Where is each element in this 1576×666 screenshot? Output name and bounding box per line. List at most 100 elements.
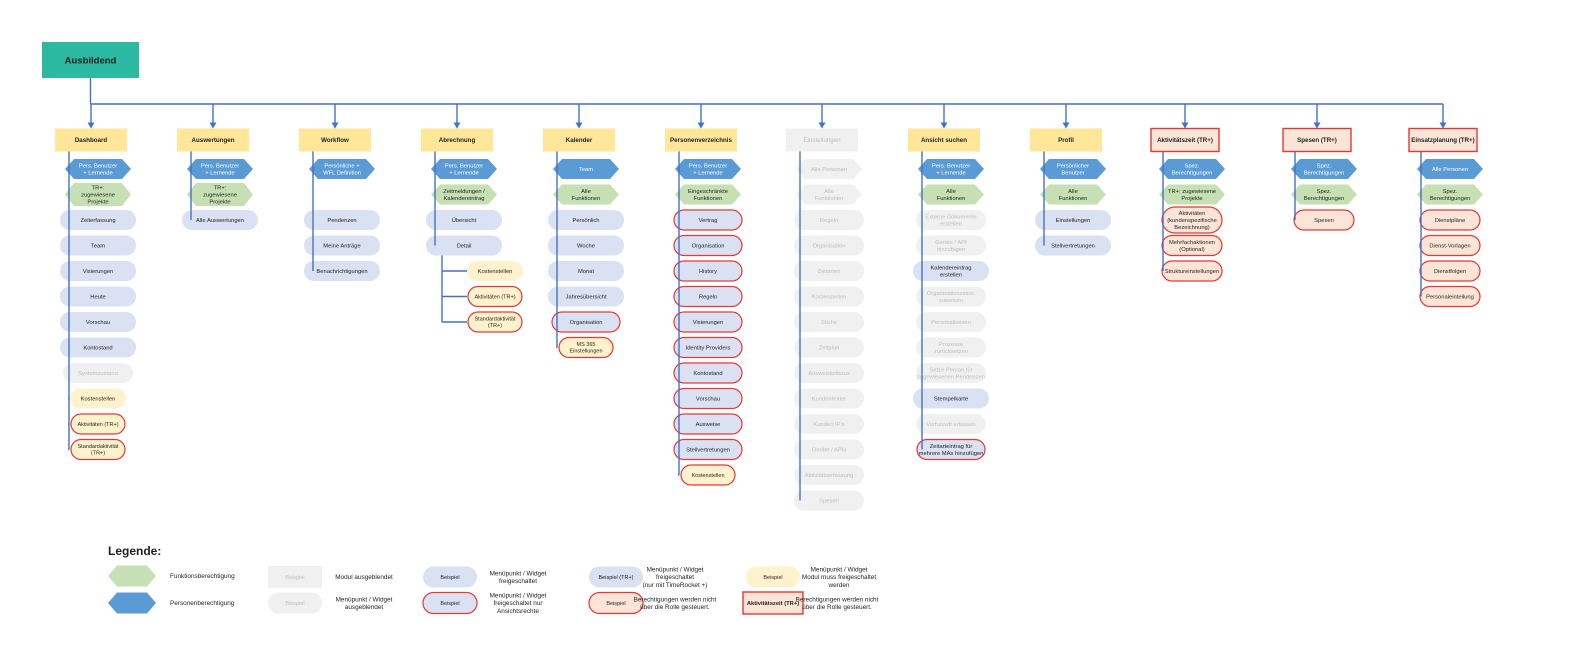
legend-tr-module <box>742 591 804 615</box>
widget-hidden <box>916 210 986 230</box>
column-arrow <box>1439 122 1447 129</box>
hidden-permission-hex <box>796 159 862 179</box>
node-label: Kostenstellen <box>81 397 116 403</box>
widget-view-only <box>673 413 743 435</box>
legend-view-only-widget <box>422 591 478 615</box>
node-label: Zeiterfassung <box>80 218 115 224</box>
node-label: Vertrag <box>699 218 718 224</box>
node-label: Spesen <box>1314 218 1334 224</box>
widget-hidden <box>794 465 864 485</box>
node-label: Alle Personen <box>811 167 847 173</box>
node-label: Regeln <box>820 218 838 224</box>
widget-enabled <box>548 286 624 307</box>
node-label: Vorschau <box>86 320 110 326</box>
person-permission-hex <box>1291 159 1357 179</box>
module-header <box>299 128 371 152</box>
widget-enabled <box>548 210 624 230</box>
widget-hidden <box>794 414 864 434</box>
node-label: Aktivitäten (TR+) <box>77 422 118 428</box>
function-permission-hex <box>1417 184 1483 205</box>
widget-view-only <box>551 311 621 333</box>
person-permission-hex <box>675 159 741 179</box>
column-arrow <box>940 122 948 129</box>
widget-hidden <box>794 337 864 358</box>
node-label: Übersicht <box>452 217 477 224</box>
node-label: Struktureinstellungen <box>1165 269 1219 275</box>
legend-hidden-widget <box>268 592 322 614</box>
widget-hidden <box>916 363 986 383</box>
node-label: Kostenstellen <box>812 295 847 301</box>
legend-must-enable-widget <box>746 566 800 588</box>
widget-hidden <box>794 235 864 256</box>
node-label: Pendenzen <box>327 218 356 224</box>
widget-view-only <box>673 387 743 410</box>
legend-description: Funktionsberechtigung <box>170 573 235 580</box>
node-label: Aktivitätserfassung <box>805 473 854 479</box>
module-title: Spesen (TR+) <box>1297 137 1337 144</box>
node-label: Pers. Benutzer+ Lernende <box>201 164 239 177</box>
node-label: Visierungen <box>693 320 724 326</box>
widget-must-enable-tr <box>70 438 126 461</box>
node-label: Stellvertretungen <box>686 448 730 454</box>
node-label: Einstellungen <box>1056 218 1091 224</box>
node-label: Geräte / APIs <box>812 448 847 454</box>
node-label: Vorfuisvdt erfassen <box>926 422 975 428</box>
module-header <box>421 128 493 152</box>
node-label: Kundenfelder <box>812 397 847 403</box>
widget-must-enable-tr <box>558 336 614 359</box>
widget-enabled <box>548 235 624 256</box>
widget-enabled <box>426 235 502 256</box>
function-permission-hex <box>918 184 984 205</box>
node-label: Kostenstellen <box>478 269 513 275</box>
person-permission-hex <box>187 159 253 179</box>
node-label: Beispiel <box>440 601 459 607</box>
node-label: Standardaktivität(TR+) <box>475 317 516 329</box>
node-label: Kontostand <box>83 346 112 352</box>
widget-hidden <box>916 235 986 256</box>
widget-enabled <box>304 235 380 256</box>
widget-enabled <box>1035 210 1111 230</box>
module-title: Abrechnung <box>439 137 476 144</box>
widget-must-enable-tr <box>70 413 126 435</box>
column-arrow <box>1181 122 1189 129</box>
node-label: Identity Providers <box>686 346 731 352</box>
node-label: Meine Anträge <box>323 244 360 250</box>
node-label: Pers. Benutzer+ Lernende <box>445 164 483 177</box>
module-title: Dashboard <box>75 137 108 144</box>
not-role-controlled <box>1419 209 1481 231</box>
node-label: Organisation <box>813 244 846 250</box>
widget-enabled <box>304 210 380 230</box>
person-permission-hex <box>431 159 497 179</box>
widget-hidden <box>916 286 986 307</box>
node-label: Team <box>91 244 105 250</box>
widget-view-only <box>673 438 743 461</box>
widget-must-enable-tr <box>680 464 736 486</box>
widget-enabled <box>1035 235 1111 256</box>
widget-enabled <box>304 261 380 281</box>
root-node <box>42 42 139 78</box>
node-label: Beispiel <box>606 601 625 607</box>
widget-enabled <box>60 261 136 281</box>
legend-function-hex <box>108 565 156 587</box>
widget-must-enable-tr <box>467 311 523 333</box>
node-label: Heute <box>90 295 105 301</box>
node-label: Organisation <box>692 244 725 250</box>
widget-enabled <box>913 388 989 409</box>
module-header-tr <box>1282 127 1352 153</box>
widget-view-only <box>673 285 743 308</box>
column-arrow <box>209 122 217 129</box>
node-label: Team <box>579 167 593 173</box>
node-label: Systemzustand <box>78 371 118 377</box>
node-label: Kunden IP's <box>813 422 844 428</box>
